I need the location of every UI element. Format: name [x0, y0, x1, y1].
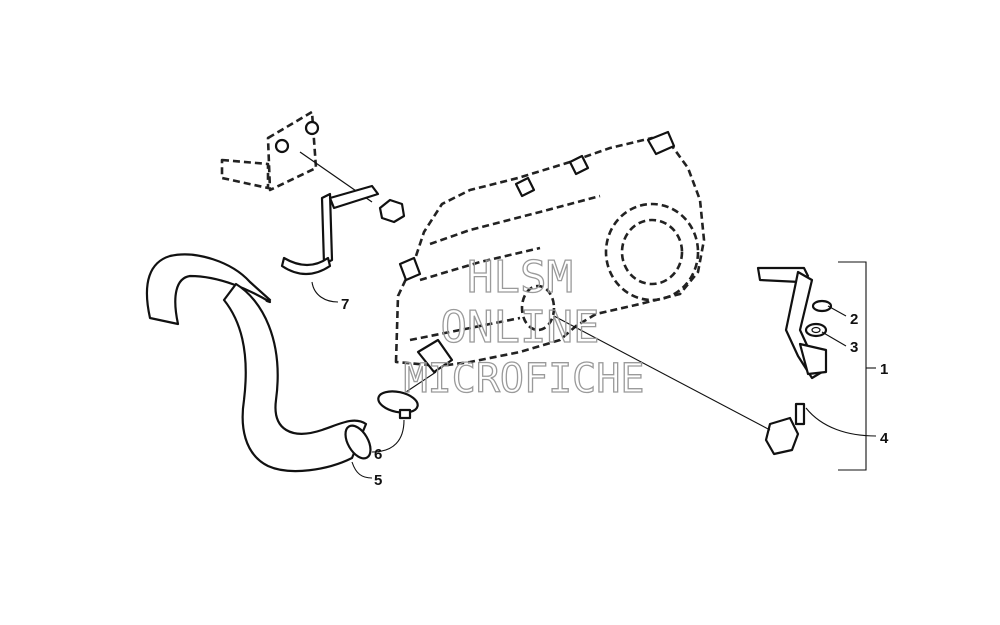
callout-2: 2 [850, 311, 858, 328]
oring-part-2 [811, 299, 833, 313]
callout-labels: 1 2 3 4 5 6 7 [341, 296, 889, 489]
watermark-line-1: HLSM [467, 252, 573, 303]
callout-6: 6 [374, 446, 382, 463]
dipstick-part-1 [756, 266, 828, 380]
mounting-plate [220, 110, 373, 203]
callout-1: 1 [880, 361, 888, 378]
bracket-part-7 [280, 184, 406, 276]
clamp-part-6 [377, 390, 419, 420]
watermark-line-2: ONLINE [441, 302, 600, 353]
leader-lines [311, 281, 877, 479]
assembly-bracket [838, 261, 876, 471]
fitting-part-4 [553, 315, 806, 456]
watermark: HLSM ONLINE MICROFICHE [403, 251, 645, 402]
callout-5: 5 [374, 472, 382, 489]
washer-part-3 [804, 322, 828, 338]
hose-part-5 [145, 253, 372, 473]
watermark-line-3: MICROFICHE [404, 356, 645, 402]
callout-7: 7 [341, 296, 349, 313]
engine-cover [394, 130, 706, 393]
callout-4: 4 [880, 430, 889, 447]
callout-3: 3 [850, 339, 858, 356]
